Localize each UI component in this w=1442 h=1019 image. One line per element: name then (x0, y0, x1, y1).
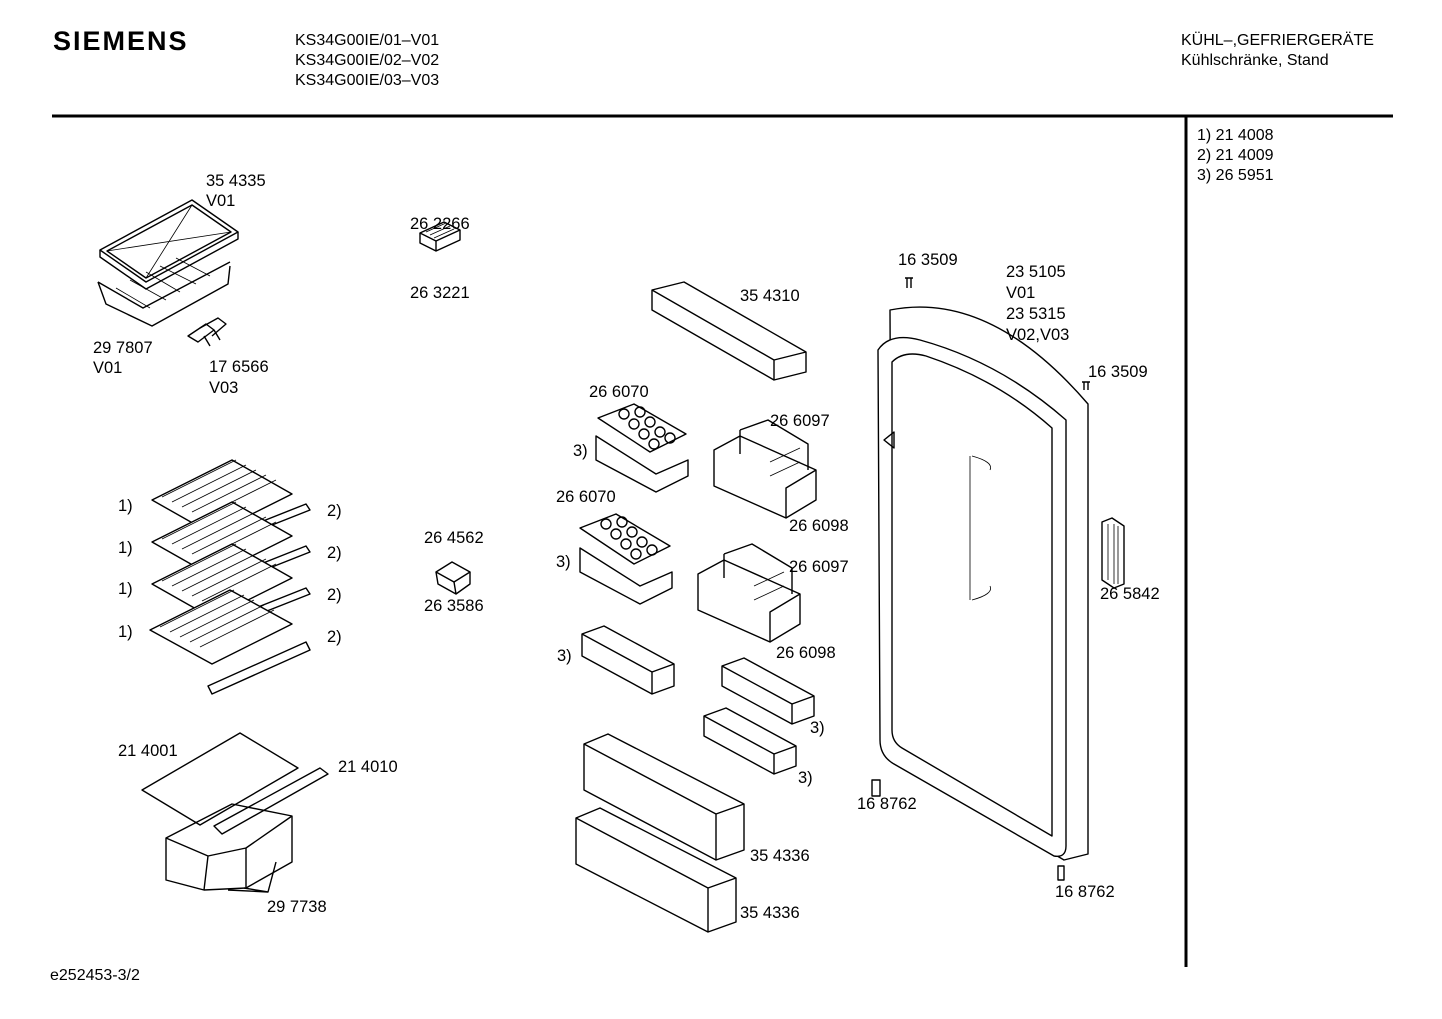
part-label: 23 5105 (1006, 263, 1066, 281)
screw-side-drawing (1082, 381, 1090, 390)
part-label: 26 4562 (424, 529, 484, 547)
category-title: KÜHL–,GEFRIERGERÄTE (1181, 32, 1374, 49)
model-line: KS34G00IE/01–V01 (295, 32, 440, 49)
brand-logo: SIEMENS (53, 26, 189, 56)
reference-label: 1) (118, 580, 133, 598)
legend-item: 2) 21 4009 (1197, 147, 1274, 164)
variant-label: V01 (1006, 284, 1036, 302)
crisper-drawers-drawing (141, 732, 329, 893)
reference-label: 2) (327, 544, 342, 562)
part-label: 26 6097 (770, 412, 830, 430)
variant-label: V03 (209, 379, 239, 397)
fridge-door-drawing (877, 306, 1089, 861)
part-label: 21 4010 (338, 758, 398, 776)
reference-label: 2) (327, 628, 342, 646)
can-rack-upper-drawing (713, 419, 817, 519)
hinge-bracket-drawing (187, 317, 227, 347)
legend-item: 3) 26 5951 (1197, 167, 1274, 184)
handle-drawing (1101, 517, 1125, 589)
part-label: 29 7807 (93, 339, 153, 357)
model-line: KS34G00IE/03–V03 (295, 72, 440, 89)
reference-label: 1) (118, 539, 133, 557)
door-shelf-small-left-drawing (581, 625, 675, 695)
reference-label: 2) (327, 586, 342, 604)
part-label: 26 6098 (789, 517, 849, 535)
screw-top-drawing (905, 277, 913, 288)
hinge-pin-upper-drawing (871, 779, 881, 797)
reference-label: 3) (798, 769, 813, 787)
model-list: KS34G00IE/01–V01 KS34G00IE/02–V02 KS34G0… (295, 31, 439, 91)
variant-label: V02,V03 (1006, 326, 1070, 344)
legend: 1) 21 4008 2) 21 4009 3) 26 5951 (1197, 126, 1274, 186)
part-label: 26 2266 (410, 215, 470, 233)
part-label: 26 6098 (776, 644, 836, 662)
legend-item: 1) 21 4008 (1197, 127, 1274, 144)
part-label: 26 6097 (789, 558, 849, 576)
part-label: 35 4336 (740, 904, 800, 922)
glass-shelves-drawing (149, 459, 311, 695)
door-shelf-small-right-lower-drawing (703, 707, 797, 775)
part-label: 21 4001 (118, 742, 178, 760)
part-label: 26 6070 (556, 488, 616, 506)
hinge-pin-lower-drawing (1057, 865, 1065, 881)
part-label: 23 5315 (1006, 305, 1066, 323)
model-line: KS34G00IE/02–V02 (295, 52, 440, 69)
bottle-shelf-lower-drawing (575, 807, 737, 933)
part-label: 16 3509 (898, 251, 958, 269)
part-label: 29 7738 (267, 898, 327, 916)
part-label: 17 6566 (209, 358, 269, 376)
reference-label: 3) (810, 719, 825, 737)
freezer-compartment-drawing (97, 199, 239, 327)
reference-label: 3) (557, 647, 572, 665)
reference-label: 2) (327, 502, 342, 520)
variant-label: V01 (206, 192, 236, 210)
door-shelf-top-drawing (651, 281, 807, 381)
small-box-drawing (435, 561, 471, 595)
part-label: 26 5842 (1100, 585, 1160, 603)
bottle-shelf-upper-drawing (583, 733, 745, 861)
reference-label: 3) (556, 553, 571, 571)
part-label: 26 6070 (589, 383, 649, 401)
reference-label: 1) (118, 623, 133, 641)
reference-label: 1) (118, 497, 133, 515)
variant-label: V01 (93, 359, 123, 377)
can-rack-lower-drawing (697, 543, 801, 643)
part-label: 16 3509 (1088, 363, 1148, 381)
drawing-code: e252453-3/2 (50, 967, 140, 984)
egg-tray-lower-drawing (579, 513, 673, 605)
door-shelf-small-right-upper-drawing (721, 657, 815, 725)
part-label: 16 8762 (1055, 883, 1115, 901)
ice-tray-drawing (419, 221, 461, 252)
category-block: KÜHL–,GEFRIERGERÄTE Kühlschränke, Stand (1181, 31, 1374, 71)
reference-label: 3) (573, 442, 588, 460)
part-label: 26 3221 (410, 284, 470, 302)
category-subtitle: Kühlschränke, Stand (1181, 52, 1329, 69)
egg-tray-upper-drawing (595, 403, 689, 493)
part-label: 35 4336 (750, 847, 810, 865)
part-label: 35 4310 (740, 287, 800, 305)
part-label: 35 4335 (206, 172, 266, 190)
part-label: 16 8762 (857, 795, 917, 813)
part-label: 26 3586 (424, 597, 484, 615)
